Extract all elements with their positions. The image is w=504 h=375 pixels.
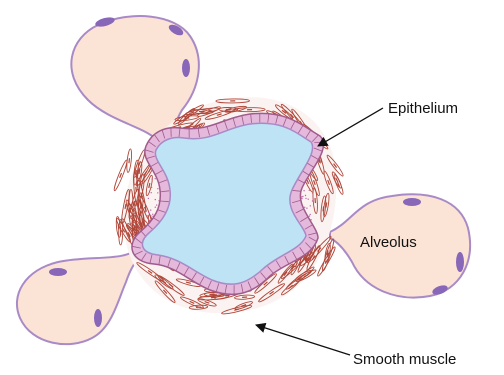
alveolus-bottom-left: [17, 248, 146, 344]
stipple-dot: [147, 215, 148, 216]
epithelium-callout: Epithelium: [318, 100, 458, 146]
stipple-dot: [155, 207, 156, 208]
stipple-dot: [301, 196, 302, 197]
nucleus: [182, 59, 190, 77]
smooth-muscle-arrow: [256, 325, 350, 355]
stipple-dot: [310, 205, 311, 206]
nucleus: [94, 309, 102, 327]
smooth-muscle-callout: Smooth muscle: [256, 325, 456, 368]
stipple-dot: [151, 178, 152, 179]
stipple-dot: [312, 193, 313, 194]
stipple-dot: [305, 198, 306, 199]
stipple-dot: [148, 212, 149, 213]
stipple-dot: [155, 178, 156, 179]
stipple-dot: [151, 192, 152, 193]
stipple-dot: [305, 195, 306, 196]
nucleus: [403, 198, 421, 206]
stipple-dot: [309, 215, 310, 216]
stipple-dot: [152, 214, 153, 215]
nucleus: [49, 268, 67, 276]
epithelium-arrow: [318, 108, 383, 146]
smooth-muscle-cell: [126, 149, 132, 173]
alveolus-bottom-left-sac: [17, 248, 146, 344]
stipple-dot: [308, 199, 309, 200]
stipple-dot: [306, 208, 307, 209]
smooth-muscle-cell: [113, 159, 129, 191]
stipple-dot: [148, 198, 149, 199]
nucleus: [456, 252, 464, 272]
epithelium-label: Epithelium: [388, 100, 458, 117]
stipple-dot: [150, 209, 151, 210]
alveolus-label: Alveolus: [360, 234, 417, 251]
smooth-muscle-label: Smooth muscle: [353, 351, 456, 368]
stipple-dot: [156, 204, 157, 205]
stipple-dot: [150, 215, 151, 216]
stipple-dot: [157, 188, 158, 189]
stipple-dot: [309, 190, 310, 191]
stipple-dot: [155, 199, 156, 200]
stipple-dot: [301, 198, 302, 199]
stipple-dot: [148, 219, 149, 220]
stipple-dot: [303, 190, 304, 191]
stipple-dot: [304, 207, 305, 208]
stipple-dot: [307, 182, 308, 183]
stipple-dot: [310, 214, 311, 215]
stipple-dot: [302, 196, 303, 197]
stipple-dot: [151, 187, 152, 188]
stipple-dot: [312, 200, 313, 201]
stipple-dot: [157, 192, 158, 193]
